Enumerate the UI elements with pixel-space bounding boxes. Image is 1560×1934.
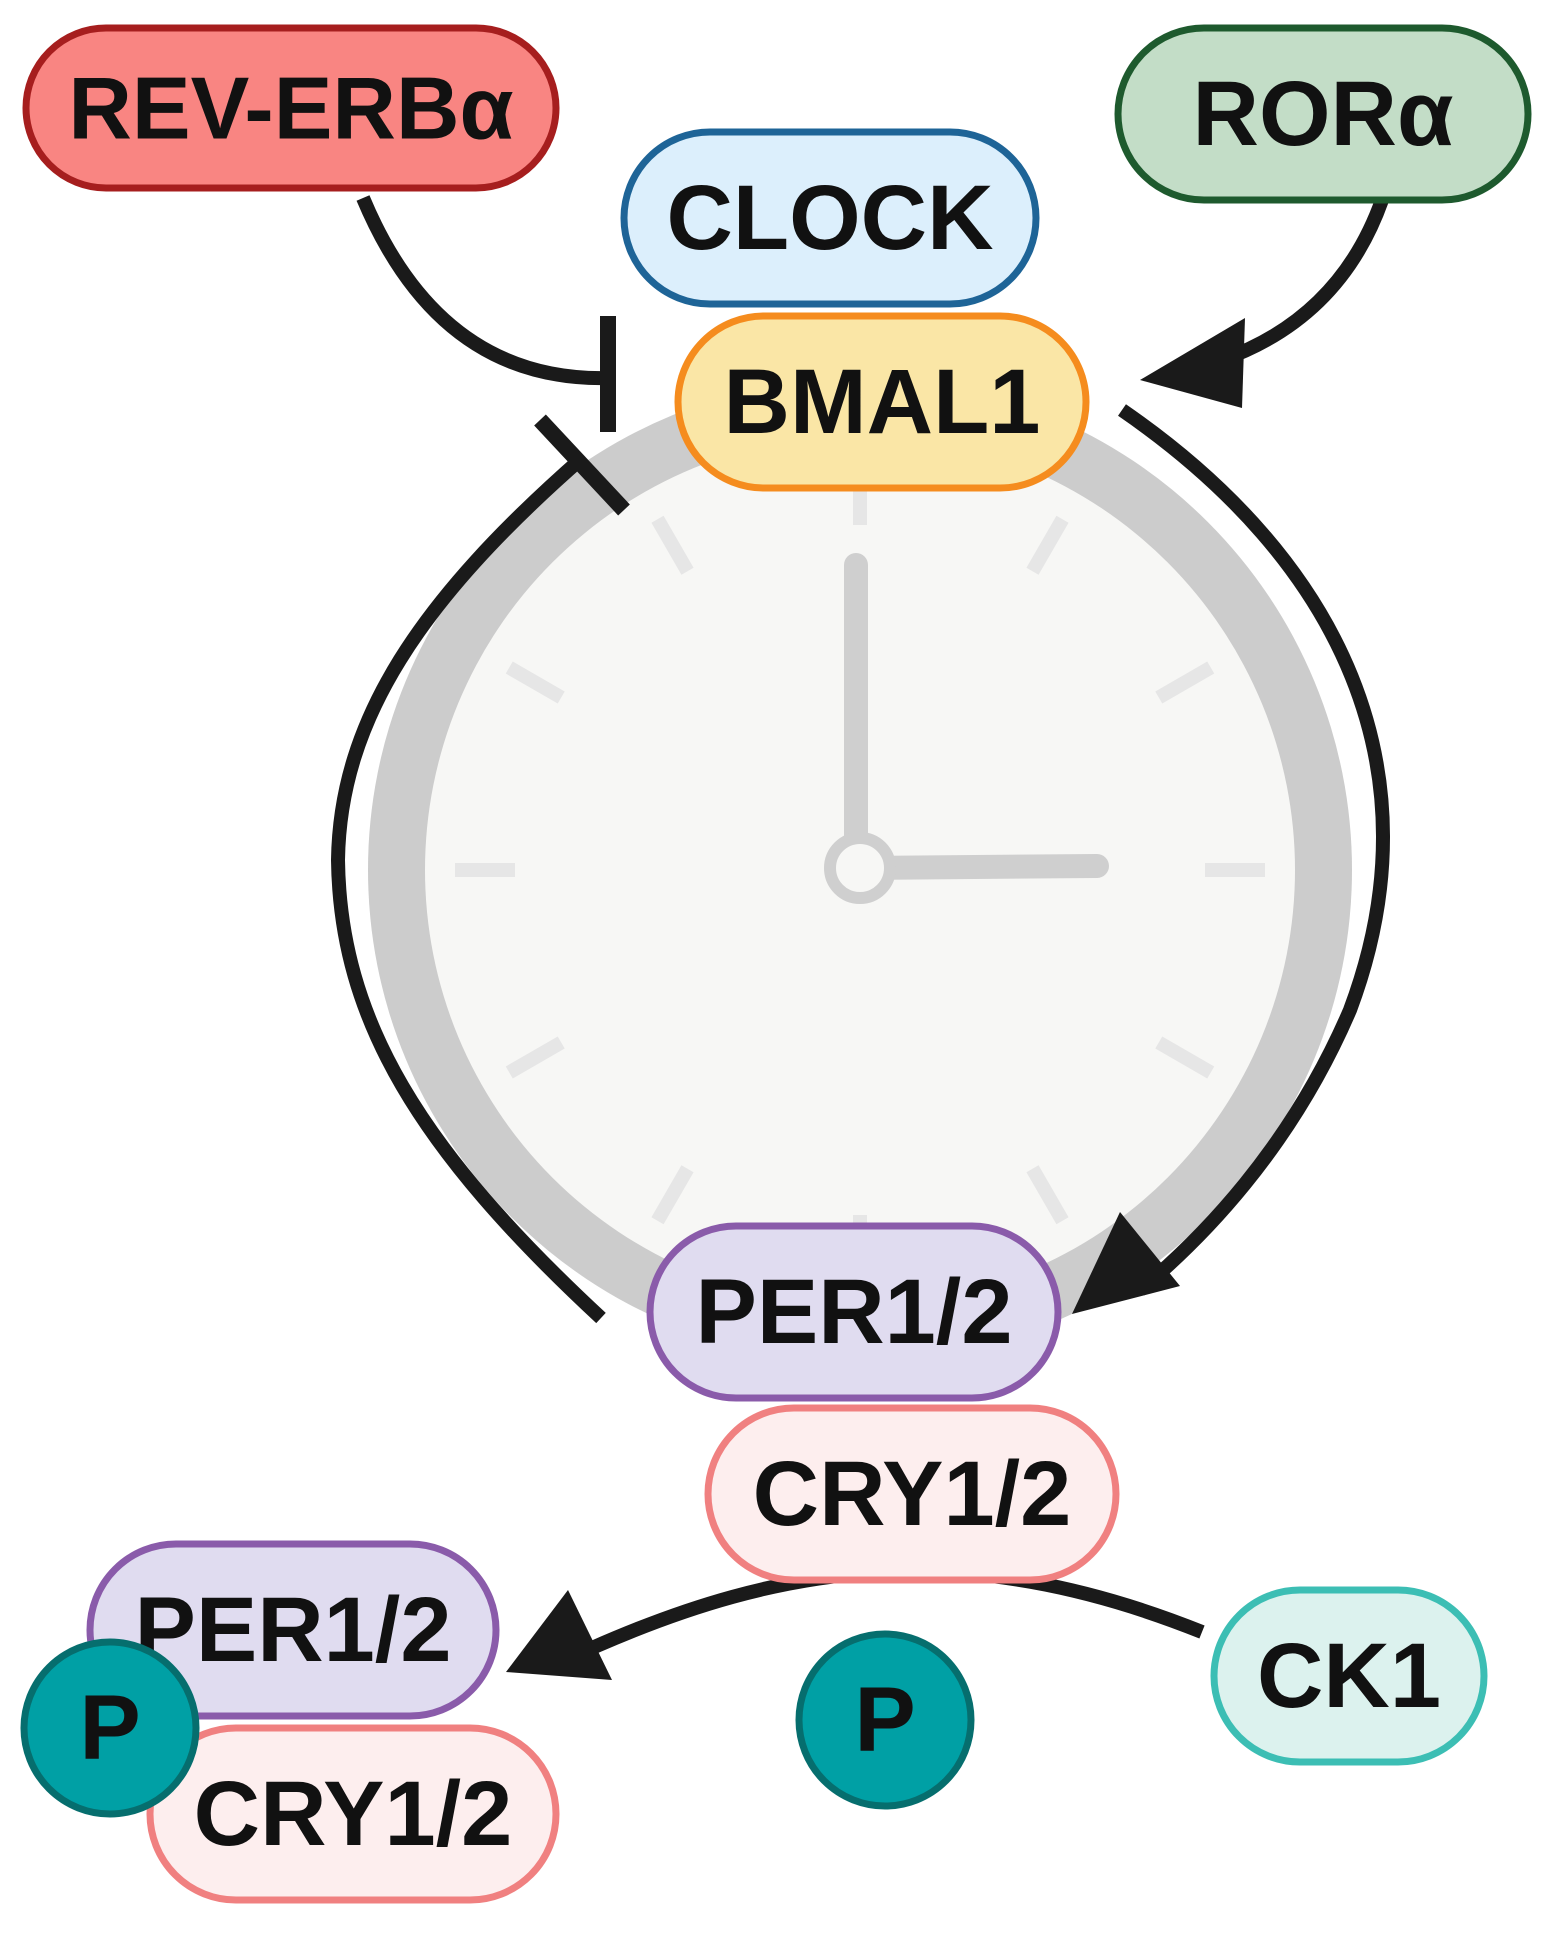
node-label: CRY1/2 <box>194 1763 513 1865</box>
clock-tick <box>505 661 565 704</box>
clock-center-pin <box>824 832 896 904</box>
node-shape <box>146 1724 560 1904</box>
node-shape <box>22 24 560 192</box>
node-label: CK1 <box>1257 1625 1441 1727</box>
node-bmal1: BMAL1 <box>674 312 1090 492</box>
edge-reverba-inhibits-bmal1 <box>356 195 609 386</box>
clock-hour-hand <box>848 854 1109 880</box>
clock-tick <box>1155 1036 1215 1079</box>
node-shape <box>674 312 1090 492</box>
node-shape <box>1210 1586 1488 1766</box>
edges <box>330 195 1390 1680</box>
node-cry12: CRY1/2 <box>704 1404 1120 1584</box>
node-shape <box>646 1222 1062 1402</box>
node-rev-erba: REV-ERBα <box>22 24 560 192</box>
edge-bmal1-per12-arrowhead <box>1072 1212 1180 1314</box>
node-shape <box>86 1540 500 1720</box>
clock-icon <box>368 378 1352 1362</box>
node-p-free: P <box>795 1630 975 1810</box>
edge-bmal1-activates-per12 <box>1118 404 1390 1296</box>
node-label: PER1/2 <box>134 1579 451 1681</box>
node-per12-p: PER1/2 <box>86 1540 500 1720</box>
edge-rora-activates-bmal1 <box>1219 197 1389 367</box>
node-cry12-p: CRY1/2 <box>146 1724 560 1904</box>
node-shape <box>704 1404 1120 1584</box>
clock-tick <box>651 1165 694 1225</box>
clock-tick <box>651 515 694 575</box>
node-label: RORα <box>1193 63 1454 165</box>
node-label: BMAL1 <box>724 351 1041 453</box>
edge-rora-arrowhead <box>1140 318 1245 408</box>
edge-phosphorylation-arrowhead <box>506 1590 612 1680</box>
node-per12: PER1/2 <box>646 1222 1062 1402</box>
node-label: P <box>79 1677 140 1779</box>
node-rora: RORα <box>1114 24 1532 204</box>
node-label: CRY1/2 <box>753 1443 1072 1545</box>
edge-per12-inhibits-bmal1 <box>330 452 606 1324</box>
node-shape <box>620 128 1040 308</box>
node-label: REV-ERBα <box>68 59 513 158</box>
clock-tick <box>505 1036 565 1079</box>
node-shape <box>1114 24 1532 204</box>
clock-tick <box>1026 1165 1069 1225</box>
clock-tick <box>1026 515 1069 575</box>
phosphate-circle <box>20 1638 200 1818</box>
node-label: CLOCK <box>666 167 993 269</box>
node-clock: CLOCK <box>620 128 1040 308</box>
node-p-bound: P <box>20 1638 200 1818</box>
phosphate-circle <box>795 1630 975 1810</box>
node-label: P <box>854 1669 915 1771</box>
edge-per12-inhibition-bar <box>534 414 630 516</box>
node-ck1: CK1 <box>1210 1586 1488 1766</box>
node-label: PER1/2 <box>695 1261 1012 1363</box>
clock-tick <box>1155 661 1215 704</box>
